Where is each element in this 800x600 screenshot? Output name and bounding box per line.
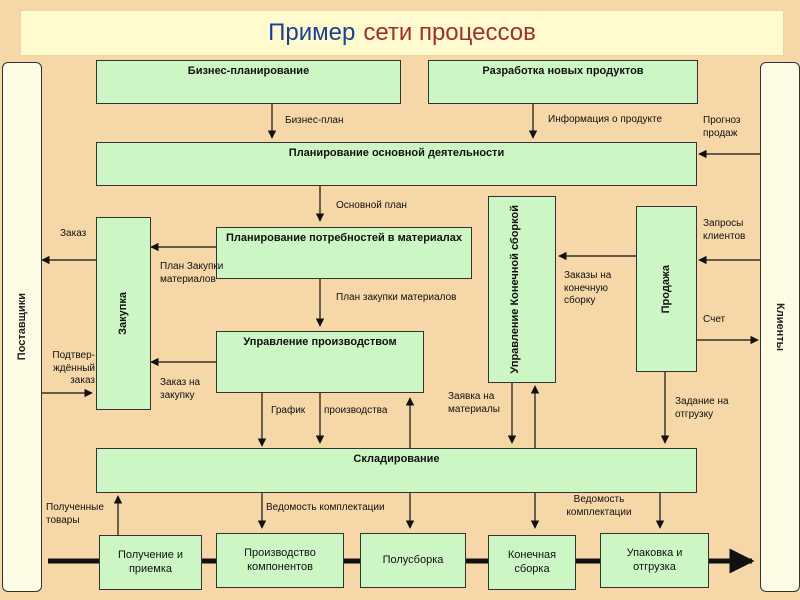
box-operations-planning: Планирование основной деятельности <box>96 142 697 186</box>
box-mrp: Планирование потребностей в материалах <box>216 227 472 279</box>
title-part2: сети процессов <box>363 19 536 46</box>
box-purchasing: Закупка <box>96 217 151 410</box>
box-final-assembly: Конечная сборка <box>488 535 576 590</box>
box-sales: Продажа <box>636 206 697 372</box>
label-master-plan: Основной план <box>336 200 407 211</box>
box-warehousing: Складирование <box>96 448 697 493</box>
box-new-products: Разработка новых продуктов <box>428 60 698 104</box>
label-production-schedule-2: производства <box>324 405 388 416</box>
label-final-assembly-orders: Заказы на конечную сборку <box>564 270 612 306</box>
suppliers-panel: Поставщики <box>2 62 42 592</box>
label-kitting-list-1: Ведомость комплектации <box>266 502 385 513</box>
label-business-plan: Бизнес-план <box>285 115 344 126</box>
label-purchase-order: Заказ на закупку <box>160 377 201 401</box>
label-sales-forecast: Прогноз продаж <box>703 115 741 139</box>
box-receiving: Получение и приемка <box>99 535 202 590</box>
box-packing-shipping: Упаковка и отгрузка <box>600 533 709 588</box>
label-materials-purchase-plan: План закупки материалов <box>336 292 457 303</box>
label-customer-requests: Запросы клиентов <box>703 218 746 242</box>
title-part1: Пример <box>268 19 356 46</box>
label-materials-purchase-plan-short: План Закупки материалов <box>160 261 224 285</box>
box-components-production: Производство компонентов <box>216 533 344 588</box>
label-material-request: Заявка на материалы <box>448 391 500 415</box>
label-order: Заказ <box>60 228 87 239</box>
box-business-planning: Бизнес-планирование <box>96 60 401 104</box>
title-bar: Пример сети процессов <box>20 10 784 56</box>
customers-label: Клиенты <box>774 302 786 351</box>
label-received-goods: Полученные товары <box>46 502 104 526</box>
label-confirmed-order: Подтвер-ждённый заказ <box>52 350 95 386</box>
label-product-info: Информация о продукте <box>548 114 663 125</box>
box-production-management: Управление производством <box>216 331 424 393</box>
box-final-assembly-management: Управление Конечной сборкой <box>488 196 556 383</box>
label-production-schedule-1: График <box>271 405 306 416</box>
label-shipping-task: Задание на отгрузку <box>675 396 729 420</box>
label-kitting-list-2: Ведомость комплектации <box>566 494 632 518</box>
label-invoice: Счет <box>703 314 726 325</box>
box-subassembly: Полусборка <box>360 533 466 588</box>
